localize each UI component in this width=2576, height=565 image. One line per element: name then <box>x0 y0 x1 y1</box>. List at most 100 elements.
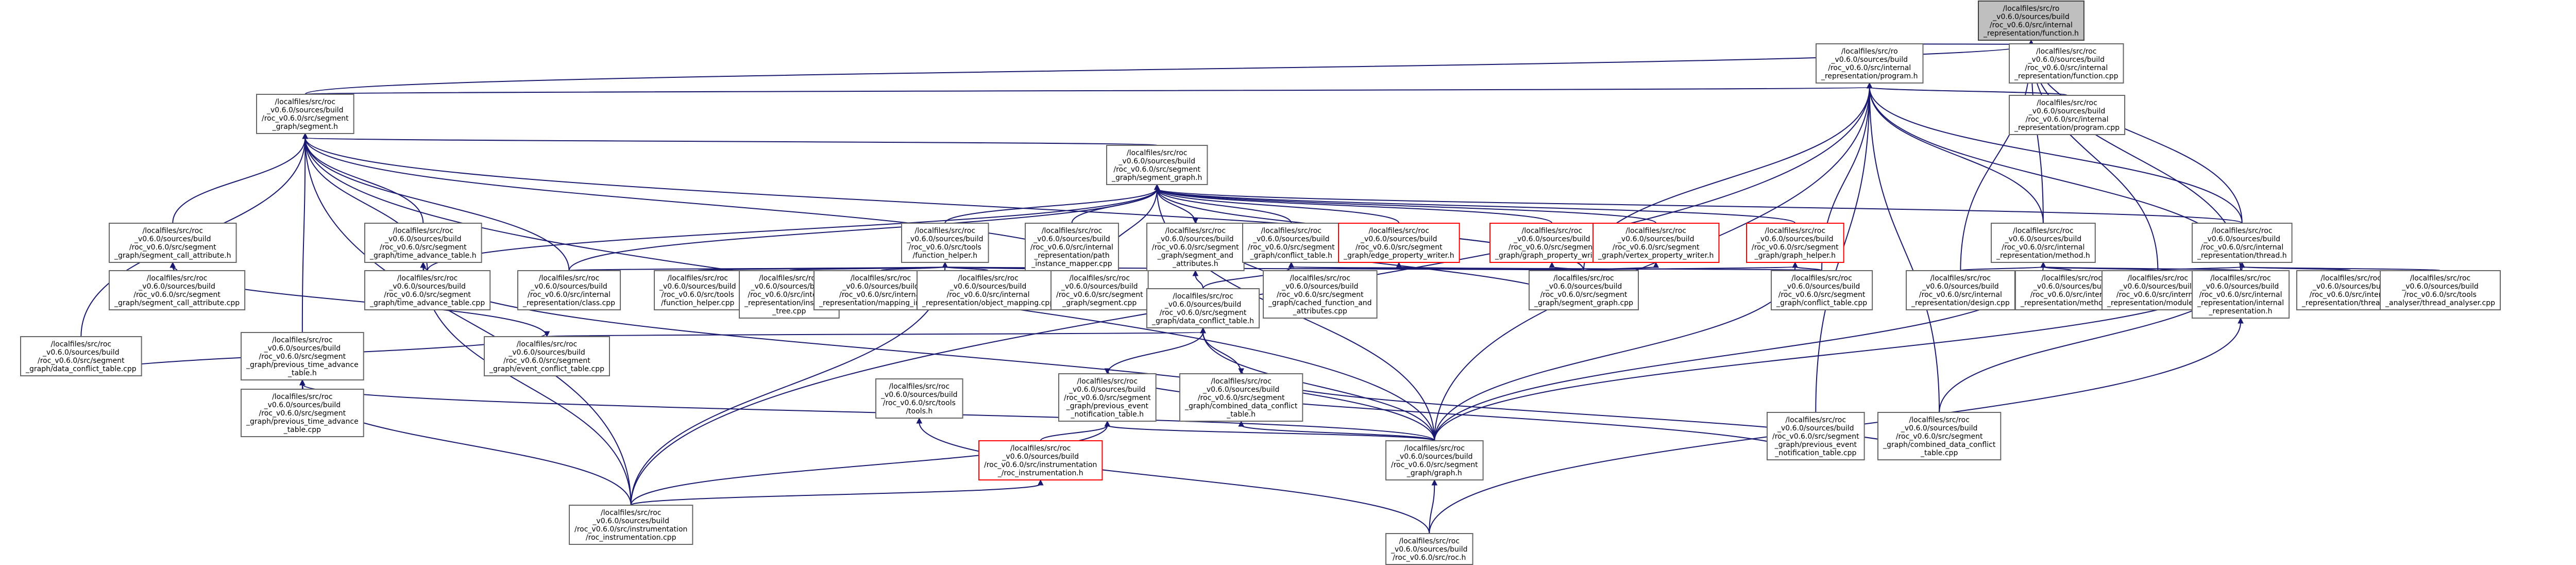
node-conflict-table-cpp[interactable]: /localfiles/src/roc_v0.6.0/sources/build… <box>1771 270 1873 310</box>
node-combined-data-conflict[interactable]: /localfiles/src/roc_v0.6.0/sources/build… <box>1179 373 1303 422</box>
node-time-advance-table-cpp[interactable]: /localfiles/src/roc_v0.6.0/sources/build… <box>364 270 491 310</box>
node-object-mapping[interactable]: /localfiles/src/roc_v0.6.0/sources/build… <box>917 270 1060 310</box>
node-box[interactable] <box>1877 412 2002 460</box>
node-box[interactable] <box>484 336 610 376</box>
node-box[interactable] <box>1991 223 2096 263</box>
node-box[interactable] <box>2009 95 2126 135</box>
node-box[interactable] <box>256 94 354 134</box>
node-box[interactable] <box>2192 270 2290 319</box>
node-box[interactable] <box>1338 223 1460 263</box>
node-edge-property-writer[interactable]: /localfiles/src/roc_v0.6.0/sources/build… <box>1338 223 1460 263</box>
node-event-conflict-table-cpp[interactable]: /localfiles/src/roc_v0.6.0/sources/build… <box>484 336 610 376</box>
node-graph-helper[interactable]: /localfiles/src/roc_v0.6.0/sources/build… <box>1746 223 1844 263</box>
node-label-line: /roc_v0.6.0/src/segment <box>1391 461 1478 469</box>
node-label-line: _representation/instance <box>744 299 834 307</box>
node-box[interactable] <box>2009 43 2124 84</box>
node-data-conflict-table-cpp[interactable]: /localfiles/src/roc_v0.6.0/sources/build… <box>20 336 142 376</box>
node-root[interactable]: /localfiles/src/ro_v0.6.0/sources/build/… <box>1978 1 2084 41</box>
node-thread-h[interactable]: /localfiles/src/roc_v0.6.0/sources/build… <box>2192 223 2293 263</box>
node-function-cpp[interactable]: /localfiles/src/roc_v0.6.0/sources/build… <box>2009 43 2124 84</box>
node-tools-h[interactable]: /localfiles/src/roc_v0.6.0/sources/build… <box>875 378 963 419</box>
node-box[interactable] <box>241 389 364 437</box>
node-segment-and-attributes[interactable]: /localfiles/src/roc_v0.6.0/sources/build… <box>1146 223 1245 271</box>
node-box[interactable] <box>978 440 1103 480</box>
node-vertex-property-writer[interactable]: /localfiles/src/roc_v0.6.0/sources/build… <box>1592 223 1720 263</box>
edge-roc-h-to-tools-h <box>919 422 1430 534</box>
node-prev-time-advance[interactable]: /localfiles/src/roc_v0.6.0/sources/build… <box>241 332 364 380</box>
node-segment-call-attribute-cpp[interactable]: /localfiles/src/roc_v0.6.0/sources/build… <box>109 270 246 310</box>
node-design-cpp[interactable]: /localfiles/src/roc_v0.6.0/sources/build… <box>1906 270 2015 310</box>
node-internal-representation[interactable]: /localfiles/src/roc_v0.6.0/sources/build… <box>2192 270 2290 319</box>
node-box[interactable] <box>875 378 963 419</box>
node-event-notification-cpp[interactable]: /localfiles/src/roc_v0.6.0/sources/build… <box>1767 412 1865 460</box>
node-box[interactable] <box>1050 270 1149 310</box>
node-box[interactable] <box>917 270 1060 310</box>
node-box[interactable] <box>517 270 621 310</box>
node-segment-graph-cpp[interactable]: /localfiles/src/roc_v0.6.0/sources/build… <box>1529 270 1639 310</box>
node-label-line: _instance_mapper.cpp <box>1031 260 1112 268</box>
node-segment-graph[interactable]: /localfiles/src/roc_v0.6.0/sources/build… <box>1106 145 1208 185</box>
edge-conflict-table-to-segment-graph <box>1156 188 1292 224</box>
node-label-line: _v0.6.0/sources/build <box>880 391 958 399</box>
node-label-line: _v0.6.0/sources/build <box>2204 235 2281 243</box>
node-box[interactable] <box>1146 288 1260 328</box>
node-label-line: /localfiles/src/roc <box>275 98 336 106</box>
node-box[interactable] <box>1816 43 1924 84</box>
node-box[interactable] <box>654 270 742 310</box>
node-box[interactable] <box>1385 533 1473 565</box>
node-box[interactable] <box>2192 223 2293 263</box>
node-roc-h[interactable]: /localfiles/src/roc_v0.6.0/sources/build… <box>1385 533 1473 565</box>
node-box[interactable] <box>364 223 482 263</box>
node-label-line: /roc_v0.6.0/src/internal <box>2026 115 2109 124</box>
node-box[interactable] <box>1906 270 2015 310</box>
node-box[interactable] <box>1385 440 1484 480</box>
node-graphsegment[interactable]: /localfiles/src/roc_v0.6.0/sources/build… <box>256 94 354 134</box>
node-box[interactable] <box>1146 223 1245 271</box>
node-segment-call-attribute[interactable]: /localfiles/src/roc_v0.6.0/sources/build… <box>109 223 237 263</box>
node-box[interactable] <box>1771 270 1873 310</box>
node-box[interactable] <box>1746 223 1844 263</box>
node-function-helper-cpp[interactable]: /localfiles/src/roc_v0.6.0/sources/build… <box>654 270 742 310</box>
node-box[interactable] <box>1592 223 1720 263</box>
node-label-line: /localfiles/src/roc <box>668 274 728 282</box>
node-box[interactable] <box>1767 412 1865 460</box>
node-box[interactable] <box>1058 373 1157 422</box>
node-graph-h[interactable]: /localfiles/src/roc_v0.6.0/sources/build… <box>1385 440 1484 480</box>
node-box[interactable] <box>109 223 237 263</box>
node-instrumentation-h[interactable]: /localfiles/src/roc_v0.6.0/sources/build… <box>978 440 1103 480</box>
node-box[interactable] <box>109 270 246 310</box>
node-combined-data-conflict-cpp[interactable]: /localfiles/src/roc_v0.6.0/sources/build… <box>1877 412 2002 460</box>
node-box[interactable] <box>1263 270 1378 319</box>
node-box[interactable] <box>364 270 491 310</box>
node-box[interactable] <box>241 332 364 380</box>
node-thread-analyser[interactable]: /localfiles/src/roc_v0.6.0/sources/build… <box>2380 270 2501 310</box>
node-conflict-table[interactable]: /localfiles/src/roc_v0.6.0/sources/build… <box>1242 223 1341 263</box>
node-program-cpp[interactable]: /localfiles/src/roc_v0.6.0/sources/build… <box>2009 95 2126 135</box>
node-box[interactable] <box>1179 373 1303 422</box>
node-graphsegment-cpp[interactable]: /localfiles/src/roc_v0.6.0/sources/build… <box>1050 270 1149 310</box>
node-instrumentation-cpp[interactable]: /localfiles/src/roc_v0.6.0/sources/build… <box>569 505 693 545</box>
node-event-notification[interactable]: /localfiles/src/roc_v0.6.0/sources/build… <box>1058 373 1157 422</box>
node-box[interactable] <box>1025 223 1119 271</box>
edge-graph-property-writer-to-segment-graph <box>1156 188 1553 224</box>
node-box[interactable] <box>1106 145 1208 185</box>
edge-program-cpp-to-program <box>1869 87 2068 96</box>
node-class-cpp[interactable]: /localfiles/src/roc_v0.6.0/sources/build… <box>517 270 621 310</box>
node-box[interactable] <box>1242 223 1341 263</box>
node-box[interactable] <box>2380 270 2501 310</box>
node-label-line: _v0.6.0/sources/build <box>1513 235 1590 243</box>
node-prev-time-advance-cpp[interactable]: /localfiles/src/roc_v0.6.0/sources/build… <box>241 389 364 437</box>
node-data-conflict-table[interactable]: /localfiles/src/roc_v0.6.0/sources/build… <box>1146 288 1260 328</box>
node-box[interactable] <box>20 336 142 376</box>
node-path-instance-mapper[interactable]: /localfiles/src/roc_v0.6.0/sources/build… <box>1025 223 1119 271</box>
node-box[interactable] <box>1978 1 2084 41</box>
node-function-helper[interactable]: /localfiles/src/roc_v0.6.0/sources/build… <box>901 223 989 263</box>
node-time-advance-table[interactable]: /localfiles/src/roc_v0.6.0/sources/build… <box>364 223 482 263</box>
node-cached-function[interactable]: /localfiles/src/roc_v0.6.0/sources/build… <box>1263 270 1378 319</box>
node-thread-cpp[interactable]: /localfiles/src/roc_v0.6.0/sources/build… <box>2296 270 2406 310</box>
node-internal-rep[interactable]: /localfiles/src/roc_v0.6.0/sources/build… <box>1991 223 2096 263</box>
node-box[interactable] <box>569 505 693 545</box>
node-box[interactable] <box>1529 270 1639 310</box>
node-program[interactable]: /localfiles/src/ro_v0.6.0/sources/build/… <box>1816 43 1924 84</box>
node-box[interactable] <box>901 223 989 263</box>
